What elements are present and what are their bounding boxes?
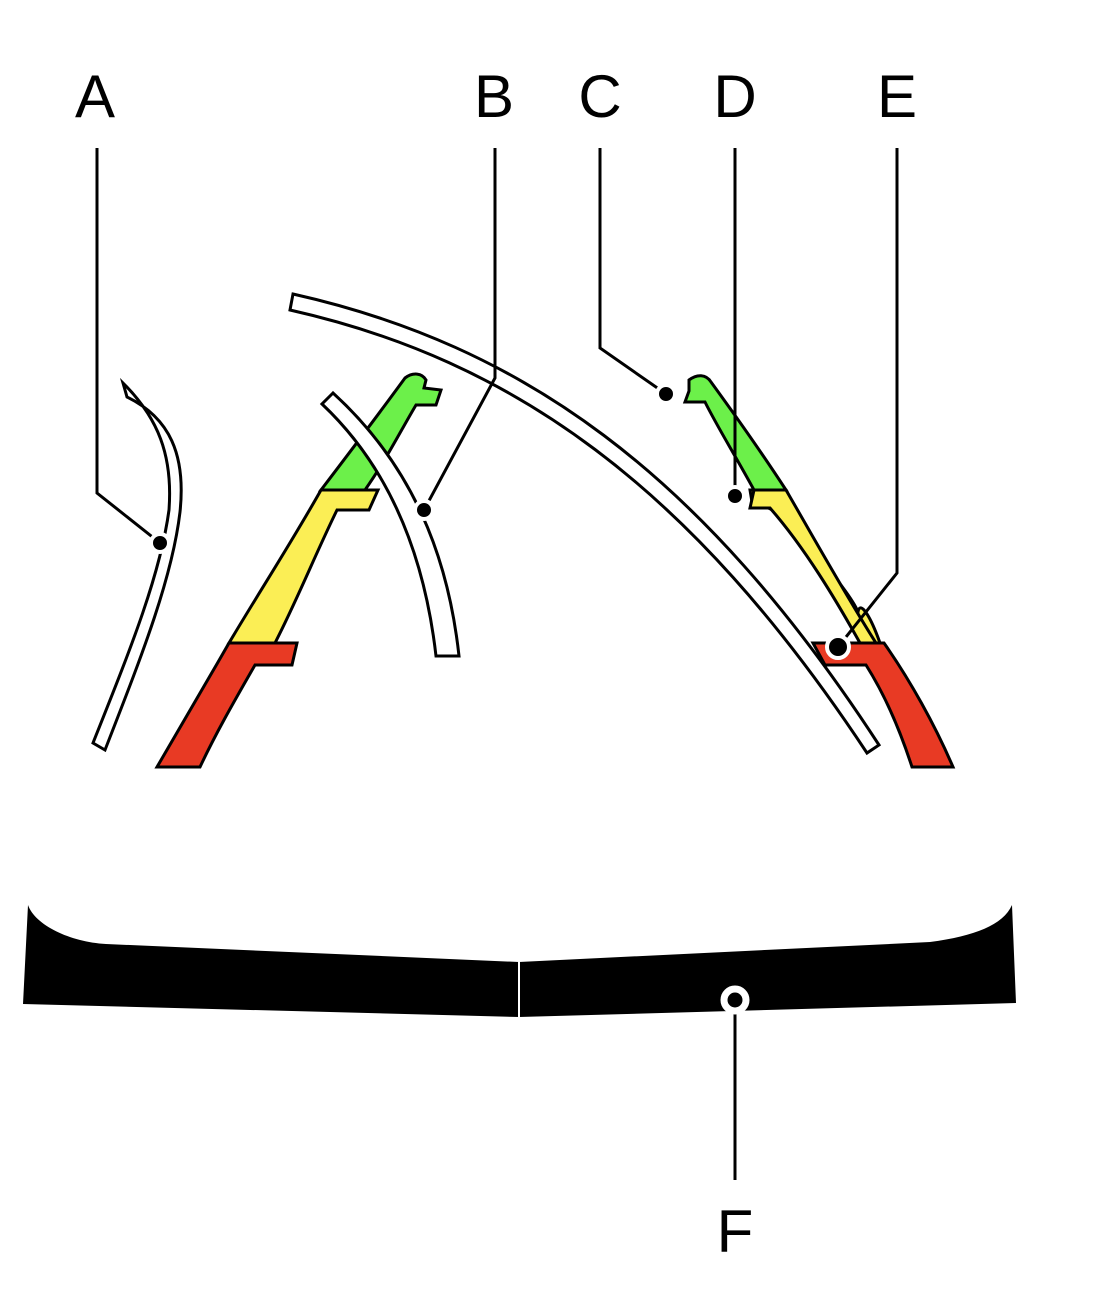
center-trajectory-guide-line [319, 390, 461, 658]
callout-c-dot [655, 383, 677, 405]
callout-label-d: D [713, 63, 756, 130]
callout-e-leader [836, 148, 899, 648]
left-middle-zone-segment [226, 488, 381, 645]
callout-a-dot [149, 532, 171, 554]
callout-label-a: A [75, 63, 115, 130]
callout-b-leader [422, 148, 497, 511]
callout-label-c: C [578, 63, 621, 130]
right-near-zone-segment [810, 641, 956, 769]
callout-b-dot [413, 499, 435, 521]
left-trajectory-guide-line [91, 377, 183, 753]
callout-a-leader [95, 148, 161, 545]
long-trajectory-guide-line [288, 292, 882, 756]
rear-bumper [23, 905, 1016, 1017]
callout-d-dot [724, 485, 746, 507]
left-near-zone-segment [154, 641, 299, 769]
callout-c-leader [598, 148, 667, 396]
callout-e-dot [825, 634, 851, 660]
callout-label-f: F [717, 1198, 754, 1265]
callout-label-b: B [474, 63, 514, 130]
callout-label-e: E [877, 63, 917, 130]
callout-f-dot [720, 985, 750, 1015]
